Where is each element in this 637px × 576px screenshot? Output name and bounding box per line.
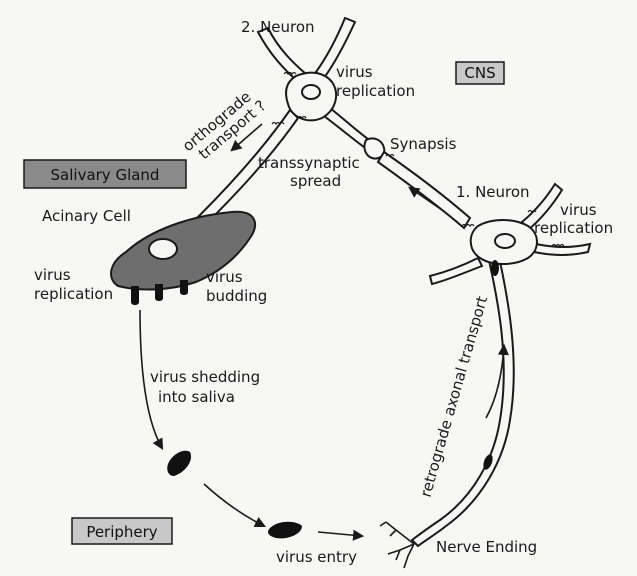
arrow-transsynaptic bbox=[408, 186, 443, 211]
neuron-1-dendrite-lower-left bbox=[428, 256, 484, 286]
neuron-1-dendrite-right bbox=[532, 242, 592, 256]
budding-virus-2 bbox=[155, 284, 163, 301]
retrograde-label: retrograde axonal transport bbox=[417, 294, 492, 499]
shedding-line1: virus shedding bbox=[150, 368, 260, 386]
virus-entry-label: virus entry bbox=[276, 548, 357, 566]
neuron-1-nucleus bbox=[494, 233, 516, 249]
virus-particle-axon-upper bbox=[491, 260, 499, 276]
virus-replication-left-line2: replication bbox=[34, 285, 113, 303]
cns-label: CNS bbox=[464, 64, 495, 82]
acinary-cell-nucleus bbox=[148, 238, 178, 260]
transsynaptic-line2: spread bbox=[290, 172, 341, 190]
arrow-entry-to-ending bbox=[317, 529, 365, 541]
virus-particle-axon-lower bbox=[483, 454, 493, 470]
nerve-ending-label: Nerve Ending bbox=[436, 538, 537, 556]
cns-box bbox=[455, 61, 505, 85]
neuron-1 bbox=[376, 150, 592, 548]
virus-budding-line1: virus bbox=[206, 268, 243, 286]
virus-replication-left-line1: virus bbox=[34, 266, 71, 284]
pathway-arrows bbox=[139, 123, 509, 541]
neuron-2-virus-dots bbox=[271, 71, 307, 126]
budding-virus-3 bbox=[180, 280, 188, 295]
neuron-1-virus-dots bbox=[385, 153, 565, 248]
acinary-cell-label: Acinary Cell bbox=[42, 207, 131, 225]
arrow-to-entry bbox=[203, 483, 267, 528]
virus-budding-line2: budding bbox=[206, 287, 267, 305]
virus-replication-right-line2: replication bbox=[534, 219, 613, 237]
virus-replication-right-line1: virus bbox=[560, 201, 597, 219]
periphery-label: Periphery bbox=[86, 523, 157, 541]
neuron-2-label: 2. Neuron bbox=[241, 18, 315, 36]
neuron-1-axon bbox=[410, 250, 515, 548]
acinary-cell bbox=[110, 210, 257, 305]
virus-replication-top-line2: replication bbox=[336, 82, 415, 100]
arrow-shedding bbox=[139, 309, 164, 450]
nerve-ending-branches bbox=[379, 521, 415, 569]
arrow-orthograde bbox=[230, 123, 263, 152]
neuron-1-label: 1. Neuron bbox=[456, 183, 530, 201]
virus-particle-saliva bbox=[167, 450, 192, 476]
periphery-box bbox=[71, 517, 173, 545]
neuron-2-nucleus bbox=[301, 84, 321, 100]
transsynaptic-line1: transsynaptic bbox=[258, 154, 360, 172]
arrow-retrograde bbox=[485, 343, 509, 419]
salivary-gland-label: Salivary Gland bbox=[51, 166, 160, 184]
virus-replication-top-line1: virus bbox=[336, 63, 373, 81]
shedding-line2: into saliva bbox=[158, 388, 235, 406]
synapsis-label: Synapsis bbox=[390, 135, 457, 153]
virus-particle-entry bbox=[268, 521, 302, 539]
budding-virus-1 bbox=[131, 286, 139, 305]
neuron-1-process-to-synapse bbox=[376, 150, 472, 230]
salivary-gland-box bbox=[23, 159, 187, 189]
acinary-cell-body bbox=[110, 210, 257, 291]
